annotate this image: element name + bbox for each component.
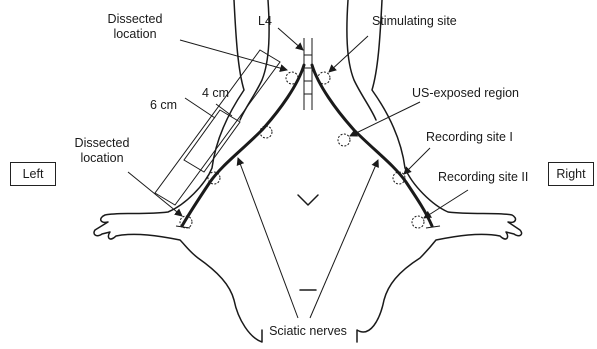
l4-label: L4 xyxy=(258,14,272,29)
arrow-dissected-left xyxy=(128,172,182,216)
dissected-location-top-label: Dissected location xyxy=(92,12,178,42)
recording-site-2-label: Recording site II xyxy=(438,170,528,185)
ultrasound-probe-6cm xyxy=(155,50,280,205)
scale-leader-6cm xyxy=(185,98,215,118)
scale-4cm-label: 4 cm xyxy=(202,86,229,101)
us-exposed-region-label: US-exposed region xyxy=(412,86,519,101)
sciatic-nerves-label: Sciatic nerves xyxy=(248,324,368,339)
arrow-sciatic-left xyxy=(238,158,298,318)
dissected-site-circle-top xyxy=(286,72,298,84)
ultrasound-probe-4cm xyxy=(184,110,240,172)
recording-site-2-circle xyxy=(412,216,424,228)
scale-6cm-label: 6 cm xyxy=(150,98,177,113)
genital-mark xyxy=(298,195,318,205)
scale-leader-4cm xyxy=(216,104,232,116)
us-exposed-circle-right xyxy=(338,134,350,146)
arrow-recording-1 xyxy=(404,148,430,174)
recording-site-1-label: Recording site I xyxy=(426,130,513,145)
stimulating-site-label: Stimulating site xyxy=(372,14,457,29)
arrow-l4 xyxy=(278,28,303,50)
arrow-dissected-top xyxy=(180,40,287,70)
arrow-sciatic-right xyxy=(310,160,378,318)
arrow-stimulating xyxy=(329,36,368,72)
left-side-box: Left xyxy=(10,162,56,186)
dissected-location-left-label: Dissected location xyxy=(64,136,140,166)
arrow-us-exposed xyxy=(350,102,420,136)
right-side-box: Right xyxy=(548,162,594,186)
